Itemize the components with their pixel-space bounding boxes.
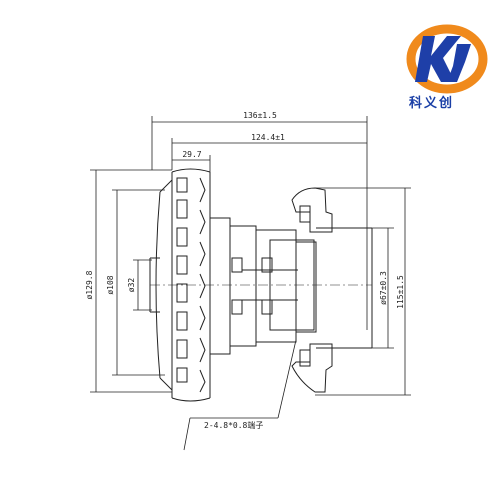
brand-logo (406, 24, 488, 94)
fan-impeller (149, 168, 211, 402)
brand-name: 科义创 (409, 96, 455, 111)
label-body-length: 124.4±1 (251, 133, 285, 142)
motor-end-cap (291, 187, 373, 393)
motor-body (209, 217, 317, 355)
label-overall-length: 136±1.5 (243, 111, 277, 120)
logo-orange-swoosh (406, 24, 488, 94)
label-fan-outer-diameter: ø129.8 (85, 270, 94, 299)
label-terminal-note: 2-4.8*0.8端子 (204, 420, 263, 430)
label-shaft-diameter: ø32 (127, 278, 136, 293)
label-fan-inner-diameter: ø108 (106, 275, 115, 294)
label-housing-diameter: ø67±0.3 (379, 271, 388, 305)
label-fan-width: 29.7 (182, 150, 201, 159)
logo-blue-y (447, 44, 471, 82)
terminal-leader (183, 339, 297, 451)
logo-blue-letters (415, 36, 461, 82)
label-overall-height: 115±1.5 (396, 275, 405, 309)
